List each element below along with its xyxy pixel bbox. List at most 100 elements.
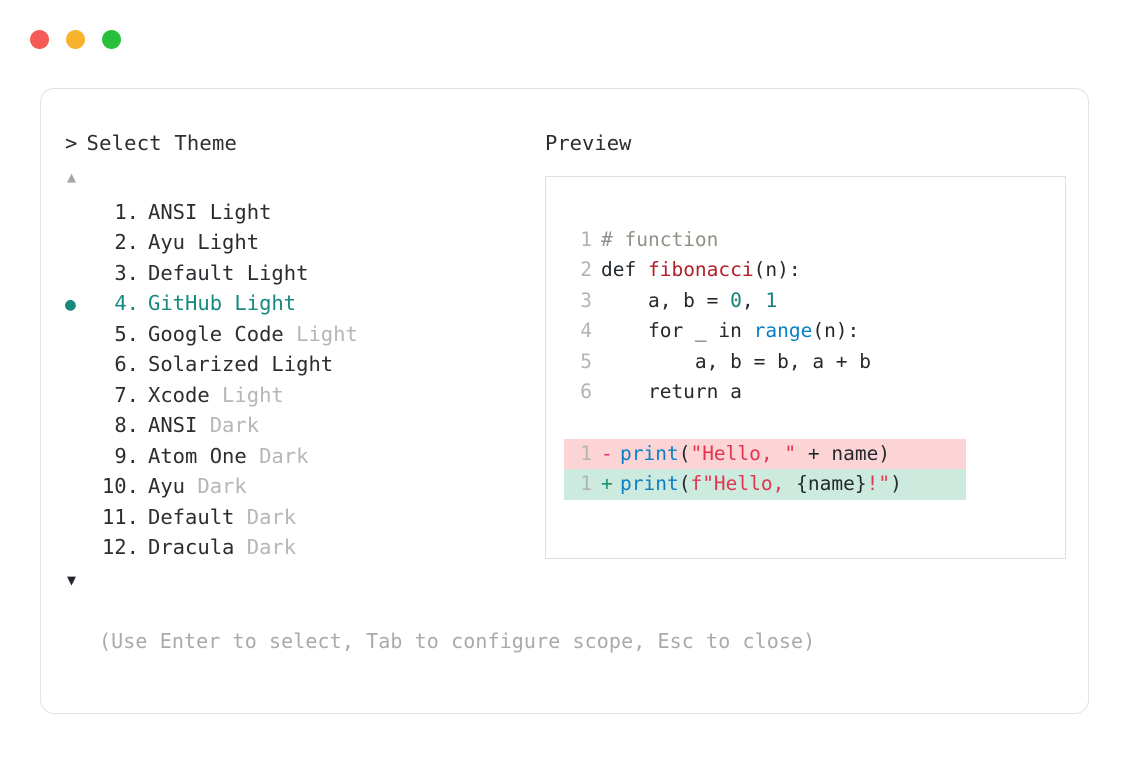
theme-item-number: 6. [114, 352, 139, 376]
code-token: # function [601, 227, 719, 251]
code-token: ( [678, 472, 691, 496]
preview-title: Preview [545, 131, 632, 155]
code-token: , [741, 288, 766, 312]
theme-item-variant: Light [185, 230, 260, 254]
theme-item-name: Solarized [148, 352, 260, 376]
code-token: !" [866, 472, 891, 496]
prompt-header: > Select Theme [65, 133, 545, 154]
theme-item-number: 10. [101, 474, 139, 498]
code-token: f"Hello, [690, 472, 797, 496]
theme-item-name: Dracula [148, 535, 235, 559]
code-token: (n): [753, 258, 801, 282]
scroll-down-icon[interactable]: ▼ [67, 570, 77, 589]
theme-list-item[interactable]: 11.Default Dark [65, 502, 545, 533]
theme-list-item[interactable]: 3.Default Light [65, 258, 545, 289]
diff-sample: 1-print("Hello, " + name)1+print(f"Hello… [546, 438, 1065, 500]
line-number: 1 [580, 441, 592, 465]
code-line-source: for _ in range(n): [592, 316, 859, 347]
theme-item-variant: Light [259, 352, 334, 376]
theme-item-name: Ayu [148, 230, 186, 254]
keyboard-hint: (Use Enter to select, Tab to configure s… [99, 629, 816, 653]
theme-list-item[interactable]: ●4.GitHub Light [65, 288, 545, 319]
prompt-symbol: > [65, 131, 78, 155]
theme-list-item[interactable]: 6. Solarized Light [65, 349, 545, 380]
scroll-up-icon[interactable]: ▲ [67, 167, 77, 186]
theme-item-name: ANSI [148, 199, 198, 224]
diff-line-plus: 1+print(f"Hello, {name}!") [564, 469, 966, 500]
theme-item-number: 1. [114, 199, 139, 224]
theme-options-list: 1. ANSI Light 2. Ayu Light 3. Default Light ●4… [65, 197, 545, 563]
theme-list-item[interactable]: 10. Ayu Dark [65, 471, 545, 502]
close-window-button[interactable] [30, 30, 49, 49]
theme-item-number: 9. [114, 443, 139, 468]
theme-item-name: Atom One [148, 443, 247, 468]
code-line: 3 a, b = 0, 1 [564, 286, 1065, 317]
line-number: 5 [580, 349, 592, 373]
code-line-source: a, b = b, a + b [592, 347, 871, 378]
line-number: 6 [580, 380, 592, 404]
theme-list-item[interactable]: 12. Dracula Dark [65, 532, 545, 563]
line-number: 4 [580, 319, 592, 343]
code-token: fibonacci [647, 258, 754, 282]
code-token: 1 [765, 288, 778, 312]
selected-bullet-icon: ● [65, 294, 76, 315]
code-token: for _ in [601, 319, 754, 343]
code-token: a, b = b, a + b [601, 349, 872, 373]
code-gap [546, 408, 1065, 439]
theme-item-variant: Dark [246, 443, 309, 468]
theme-list-item[interactable]: 9. Atom One Dark [65, 441, 545, 472]
code-token: ) [890, 472, 902, 496]
theme-item-number: 11. [101, 504, 139, 529]
code-token: "Hello, " [690, 441, 797, 465]
theme-list-column: > Select Theme ▲ 1. ANSI Light 2. Ayu Light… [65, 133, 545, 588]
theme-item-number: 5. [114, 321, 139, 346]
theme-item-number: 12. [101, 535, 139, 559]
theme-item-variant: Dark [197, 413, 260, 437]
theme-item-variant: Light [197, 199, 272, 224]
code-token: range [753, 319, 813, 343]
diff-line-minus: 1-print("Hello, " + name) [564, 438, 966, 470]
page-title: Select Theme [86, 131, 238, 155]
diff-sign: - [601, 441, 613, 465]
theme-list-item[interactable]: 7. Xcode Light [65, 380, 545, 411]
theme-item-number: 2. [114, 230, 139, 254]
theme-item-number: 3. [114, 260, 139, 285]
theme-item-number: 8. [114, 413, 139, 437]
line-number: 3 [580, 288, 592, 312]
theme-item-variant: Dark [234, 535, 297, 559]
code-line-source: def fibonacci(n): [592, 255, 801, 286]
code-line: 5 a, b = b, a + b [564, 347, 1065, 378]
theme-list-item[interactable]: 2. Ayu Light [65, 227, 545, 258]
theme-item-number: 7. [114, 382, 139, 407]
theme-item-name: Ayu [148, 474, 186, 498]
code-token: return a [601, 380, 742, 404]
code-token: + name) [796, 441, 891, 465]
theme-item-name: GitHub [148, 291, 223, 315]
code-line-source: # function [592, 225, 718, 256]
theme-item-name: Xcode [148, 382, 210, 407]
code-token: 0 [730, 288, 742, 312]
theme-item-variant: Dark [234, 504, 297, 529]
code-line-source: return a [592, 377, 742, 408]
code-token: (n): [812, 319, 860, 343]
code-line: 4 for _ in range(n): [564, 316, 1065, 347]
code-token: print [620, 472, 679, 496]
code-token: def [601, 258, 648, 282]
theme-selector-panel: > Select Theme ▲ 1. ANSI Light 2. Ayu Light… [40, 88, 1089, 714]
theme-item-name: Default [148, 260, 235, 285]
maximize-window-button[interactable] [102, 30, 121, 49]
code-line: 1# function [564, 225, 1065, 256]
line-number: 1 [580, 472, 592, 496]
theme-list-item[interactable]: 1. ANSI Light [65, 197, 545, 228]
theme-item-variant: Light [209, 382, 284, 407]
minimize-window-button[interactable] [66, 30, 85, 49]
theme-item-variant: Dark [185, 474, 247, 498]
code-token: a, b = [601, 288, 731, 312]
theme-list-item[interactable]: 5.Google Code Light [65, 319, 545, 350]
theme-list-item[interactable]: 8.ANSI Dark [65, 410, 545, 441]
diff-line-source: print("Hello, " + name) [611, 439, 890, 470]
